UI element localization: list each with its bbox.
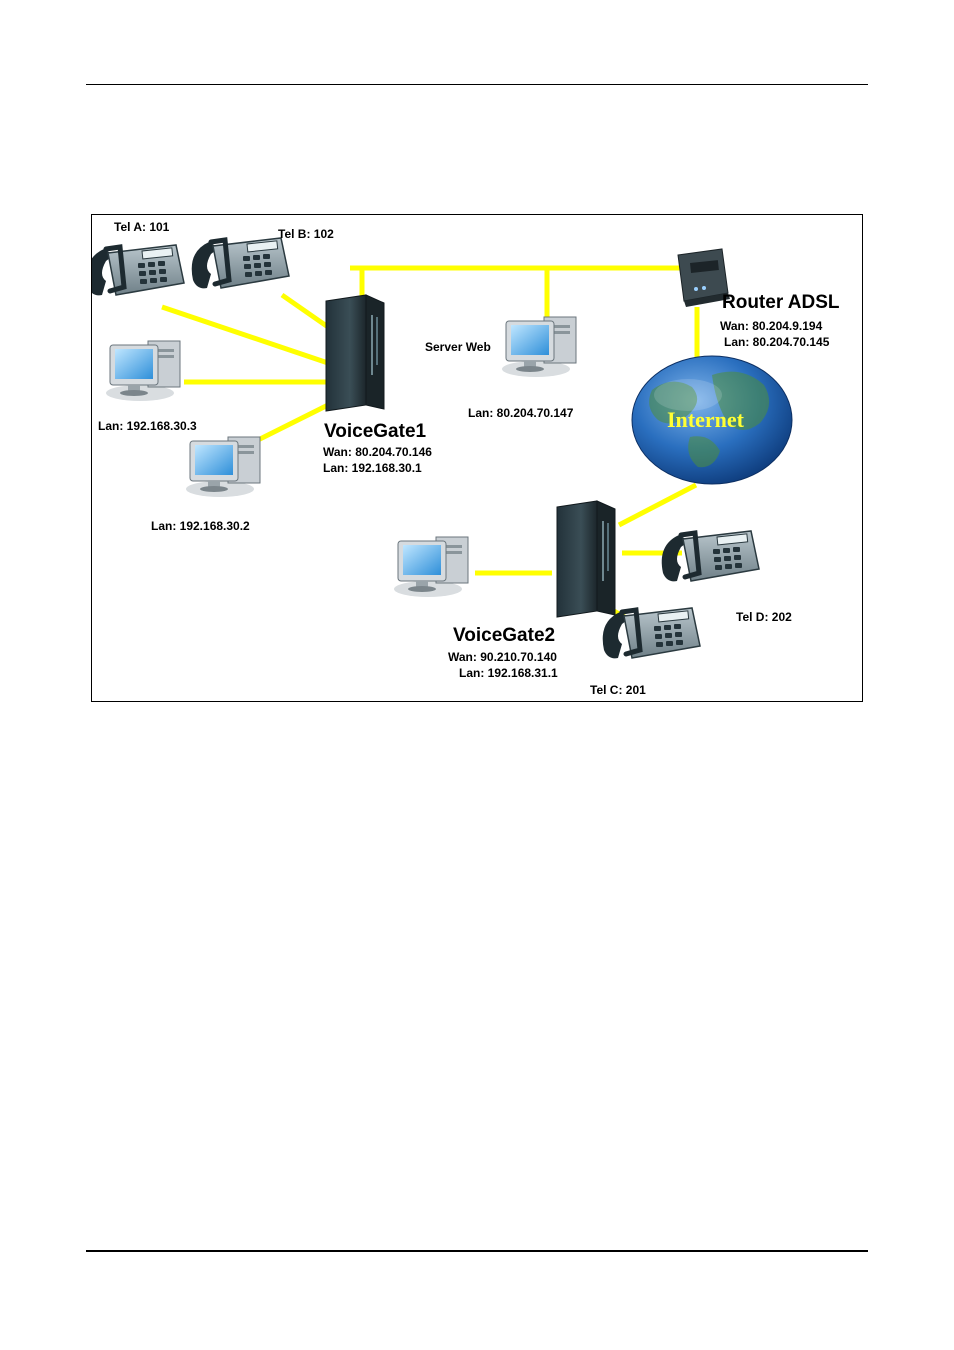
pc-icon-voicegate2 bbox=[394, 537, 468, 597]
network-diagram: Tel A: 101 Tel B: 102 Router ADSL Wan: 8… bbox=[91, 214, 863, 702]
server-icon bbox=[502, 317, 576, 377]
phone-icon-tel-d bbox=[662, 531, 759, 581]
internet-label: Internet bbox=[667, 407, 744, 433]
router-title: Router ADSL bbox=[722, 292, 840, 314]
footer-rule bbox=[86, 1250, 868, 1252]
voicegate1-lan: Lan: 192.168.30.1 bbox=[323, 461, 422, 475]
voicegate2-title: VoiceGate2 bbox=[453, 625, 555, 647]
voicegate1-device-icon bbox=[326, 295, 384, 411]
server-lan: Lan: 80.204.70.147 bbox=[468, 406, 573, 420]
pc1-lan: Lan: 192.168.30.3 bbox=[98, 419, 197, 433]
pc-icon-lan-30-3 bbox=[106, 341, 180, 401]
header-rule bbox=[86, 84, 868, 85]
pc-icon-lan-30-2 bbox=[186, 437, 260, 497]
voicegate2-lan: Lan: 192.168.31.1 bbox=[459, 666, 558, 680]
pc2-lan: Lan: 192.168.30.2 bbox=[151, 519, 250, 533]
phone-icon-tel-b bbox=[192, 238, 289, 288]
voicegate2-device-icon bbox=[557, 501, 615, 617]
voicegate1-wan: Wan: 80.204.70.146 bbox=[323, 445, 432, 459]
tel-a-label: Tel A: 101 bbox=[114, 220, 169, 234]
voicegate2-wan: Wan: 90.210.70.140 bbox=[448, 650, 557, 664]
router-wan: Wan: 80.204.9.194 bbox=[720, 319, 822, 333]
phone-icon-tel-a bbox=[92, 245, 184, 295]
tel-d-label: Tel D: 202 bbox=[736, 610, 792, 624]
server-web-label: Server Web bbox=[425, 340, 491, 354]
router-lan: Lan: 80.204.70.145 bbox=[724, 335, 829, 349]
tel-c-label: Tel C: 201 bbox=[590, 683, 646, 697]
phone-icon-tel-c bbox=[603, 608, 700, 658]
tel-b-label: Tel B: 102 bbox=[278, 227, 334, 241]
voicegate1-title: VoiceGate1 bbox=[324, 421, 426, 443]
